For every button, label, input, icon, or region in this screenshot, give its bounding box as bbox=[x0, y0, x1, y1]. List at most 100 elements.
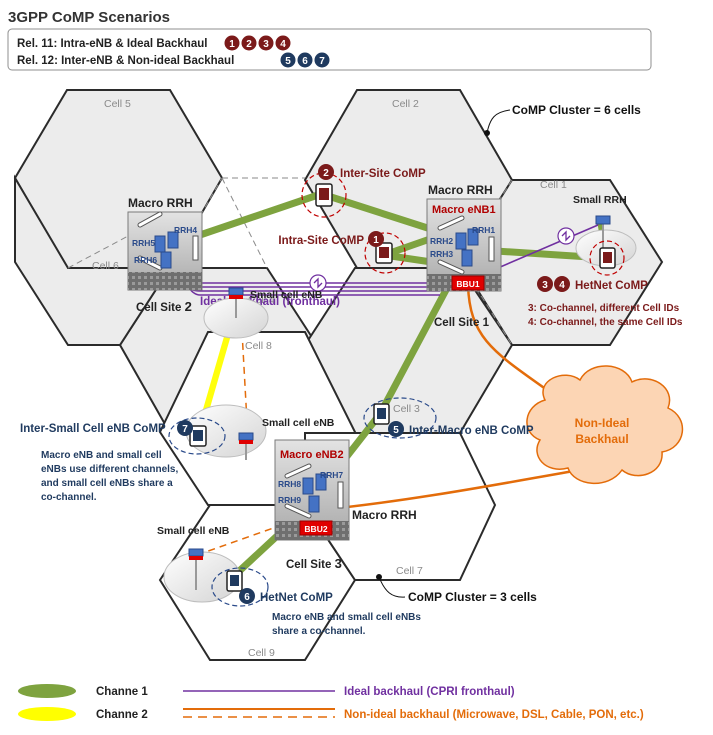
rrh5-label: RRH5 bbox=[132, 238, 155, 248]
svg-text:share a co-channel.: share a co-channel. bbox=[272, 626, 366, 637]
rrh7-label: RRH7 bbox=[320, 470, 343, 480]
legend-channel-1-swatch bbox=[18, 684, 76, 698]
macro-rrh-label-left: Macro RRH bbox=[128, 196, 193, 210]
svg-text:5: 5 bbox=[393, 425, 399, 436]
beam-enb1-ue5 bbox=[376, 286, 450, 418]
legend-channel-2-label: Channe 2 bbox=[96, 709, 148, 721]
macro-site-1 bbox=[426, 198, 502, 292]
smallrrh-lightning-icon bbox=[557, 227, 575, 245]
svg-text:3: Co-channel, different Cell: 3: Co-channel, different Cell IDs bbox=[528, 303, 680, 314]
cell-site-1-label: Cell Site 1 bbox=[434, 317, 490, 329]
svg-text:4: Co-channel, the same Cell: 4: Co-channel, the same Cell IDs bbox=[528, 317, 683, 328]
badge-3-label: 3 bbox=[263, 39, 269, 50]
nonideal-enb2-to-cloud bbox=[319, 468, 581, 512]
release-12-text: Rel. 12: Inter-eNB & Non-ideal Backhaul bbox=[17, 55, 234, 67]
scenario-2-label: 2 Inter-Site CoMP bbox=[318, 164, 426, 180]
legend: Channe 1 Channe 2 Ideal backhaul (CPRI f… bbox=[18, 684, 644, 721]
macro-enb1-label: Macro eNB1 bbox=[432, 204, 496, 216]
legend-ideal-label: Ideal backhaul (CPRI fronthaul) bbox=[344, 686, 515, 698]
site2-rrh-labels: RRH5 RRH4 RRH6 bbox=[132, 225, 197, 265]
svg-text:Macro eNB and small cell eNBs: Macro eNB and small cell eNBs bbox=[272, 612, 421, 623]
legend-channel-1-label: Channe 1 bbox=[96, 686, 148, 698]
rrh4-label: RRH4 bbox=[174, 225, 197, 235]
rrh1-label: RRH1 bbox=[472, 225, 495, 235]
small-cell-enb-label-middle: Small cell eNB bbox=[262, 417, 335, 429]
rrh9-label: RRH9 bbox=[278, 495, 301, 505]
cell-9-label: Cell 9 bbox=[248, 647, 275, 659]
non-ideal-backhaul-cloud: Non-Ideal Backhaul bbox=[526, 365, 684, 485]
comp-cluster-3-callout: CoMP Cluster = 3 cells bbox=[376, 574, 537, 604]
svg-text:Macro eNB and small cell: Macro eNB and small cell bbox=[41, 450, 162, 461]
ue-7-inter-small bbox=[168, 417, 226, 455]
svg-text:Inter-Site CoMP: Inter-Site CoMP bbox=[340, 168, 426, 180]
badge-5-label: 5 bbox=[285, 56, 291, 67]
cell-1-label: Cell 1 bbox=[540, 179, 567, 191]
legend-nonideal-label: Non-ideal backhaul (Microwave, DSL, Cabl… bbox=[344, 709, 644, 721]
small-cell-enb-label-top: Small cell eNB bbox=[250, 289, 323, 301]
badge-4 bbox=[275, 35, 291, 51]
rrh6-label: RRH6 bbox=[134, 255, 157, 265]
badge-7-label: 7 bbox=[319, 56, 325, 67]
cell-7-label: Cell 7 bbox=[396, 565, 423, 577]
beam-rrh4-ue2 bbox=[196, 191, 322, 239]
cell-2-label: Cell 2 bbox=[392, 98, 419, 110]
site3-rrh-labels: RRH7 RRH8 RRH9 bbox=[278, 470, 343, 505]
badge-5 bbox=[280, 52, 296, 68]
cell-site-3-label: Cell Site 3 bbox=[286, 556, 342, 571]
svg-text:2: 2 bbox=[323, 168, 329, 179]
release-box: Rel. 11: Intra-eNB & Ideal Backhaul Rel.… bbox=[7, 28, 652, 71]
cell-labels: Cell 5 Cell 2 Cell 1 Cell 6 Cell 4 Cell … bbox=[92, 98, 567, 659]
cell-site-2-label: Cell Site 2 bbox=[136, 299, 192, 314]
cloud-label-line-1: Non-Ideal bbox=[575, 416, 630, 430]
macro-rrh-label-lower: Macro RRH bbox=[352, 508, 417, 522]
svg-text:CoMP Cluster = 3 cells: CoMP Cluster = 3 cells bbox=[408, 590, 537, 604]
svg-text:and small cell eNBs share a: and small cell eNBs share a bbox=[41, 478, 173, 489]
ue-2-inter-site bbox=[301, 172, 347, 218]
macro-site-2 bbox=[127, 211, 203, 291]
bbu1-label: BBU1 bbox=[456, 279, 479, 289]
scenario-5-label: 5 Inter-Macro eNB CoMP bbox=[388, 421, 534, 437]
scenario-1-label: Intra-Site CoMP 1 bbox=[278, 231, 384, 247]
rrh5-box bbox=[154, 235, 166, 253]
cloud-label-line-2: Backhaul bbox=[575, 432, 628, 446]
small-cell-enb-lower bbox=[163, 548, 241, 603]
badge-1-label: 1 bbox=[229, 39, 235, 50]
svg-text:eNBs use different channels,: eNBs use different channels, bbox=[41, 464, 178, 475]
ue-6-hetnet-lower bbox=[211, 567, 269, 607]
macro-site-3 bbox=[274, 439, 350, 541]
macro-enb2-label: Macro eNB2 bbox=[280, 449, 344, 461]
cell-8-label: Cell 8 bbox=[245, 340, 272, 352]
cell-3-label: Cell 3 bbox=[393, 403, 420, 415]
small-cell-enb-label-lower: Small cell eNB bbox=[157, 525, 230, 537]
badge-1 bbox=[224, 35, 240, 51]
bbu2-label: BBU2 bbox=[304, 524, 327, 534]
scenario-34-label: 3 4 HetNet CoMP 3: Co-channel, different… bbox=[528, 276, 683, 328]
scenario-6-label: 6 HetNet CoMP Macro eNB and small cell e… bbox=[239, 588, 421, 637]
ue-34-hetnet bbox=[589, 240, 625, 276]
badge-2-label: 2 bbox=[246, 39, 252, 50]
small-cell-enb-top bbox=[203, 287, 269, 339]
svg-text:4: 4 bbox=[559, 280, 565, 291]
beam-ue2-enb1 bbox=[321, 191, 444, 236]
fronthaul-lightning-icon bbox=[309, 274, 327, 292]
cell-6-label: Cell 6 bbox=[92, 260, 119, 272]
svg-text:Inter-Macro eNB CoMP: Inter-Macro eNB CoMP bbox=[409, 425, 534, 437]
svg-text:HetNet CoMP: HetNet CoMP bbox=[575, 280, 648, 292]
svg-text:6: 6 bbox=[244, 592, 250, 603]
svg-text:1: 1 bbox=[373, 235, 379, 246]
rrh8-label: RRH8 bbox=[278, 479, 301, 489]
badge-3 bbox=[258, 35, 274, 51]
legend-channel-2-swatch bbox=[18, 707, 76, 721]
comp-cluster-6-callout: CoMP Cluster = 6 cells bbox=[484, 103, 641, 136]
badge-2 bbox=[241, 35, 257, 51]
cell-5-label: Cell 5 bbox=[104, 98, 131, 110]
svg-text:7: 7 bbox=[182, 424, 188, 435]
release-11-badges: 1 2 3 4 bbox=[224, 35, 291, 51]
site1-rrh-labels: RRH1 RRH2 RRH3 bbox=[430, 225, 495, 259]
badge-6-label: 6 bbox=[302, 56, 308, 67]
badge-7 bbox=[314, 52, 330, 68]
badge-6 bbox=[297, 52, 313, 68]
macro-rrh-label-center: Macro RRH bbox=[428, 183, 493, 197]
